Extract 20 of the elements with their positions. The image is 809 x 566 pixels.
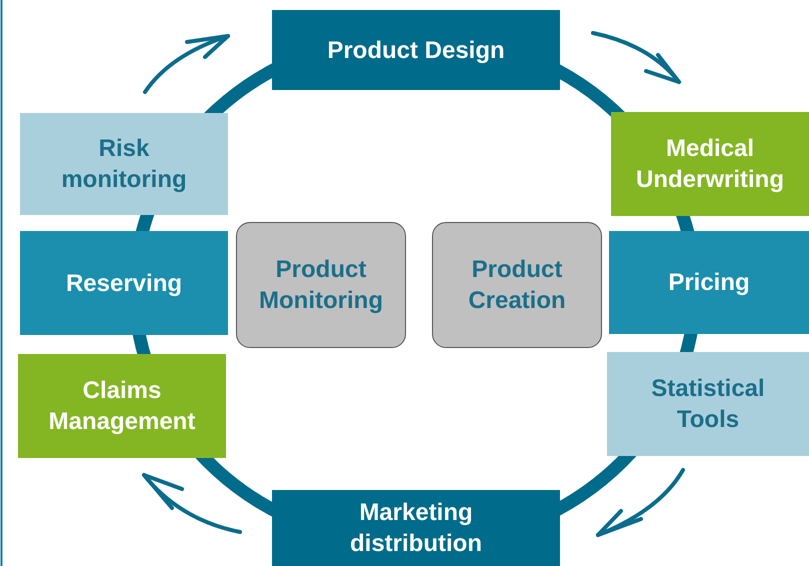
center-box [236, 222, 406, 348]
stage-label: Risk monitoring [60, 134, 188, 195]
stage-box [20, 113, 228, 215]
stage-label: Statistical Tools [650, 374, 766, 435]
center-box [432, 222, 602, 348]
stage-label: Medical Underwriting [635, 134, 785, 195]
stage-box [272, 10, 560, 90]
stage-label: Product Monitoring [258, 255, 384, 316]
stage-label: Reserving [66, 268, 182, 298]
stage-box [609, 231, 809, 334]
stage-box [272, 490, 560, 566]
stage-box [611, 112, 809, 216]
stage-label: Pricing [668, 268, 750, 298]
stage-label: Claims Management [48, 376, 196, 437]
stage-label: Product Creation [467, 255, 567, 316]
stage-box [20, 231, 228, 335]
stage-box [607, 352, 809, 456]
stage-label: Product Design [327, 36, 505, 66]
stage-box [18, 354, 226, 458]
stage-label: Marketing distribution [349, 498, 483, 559]
